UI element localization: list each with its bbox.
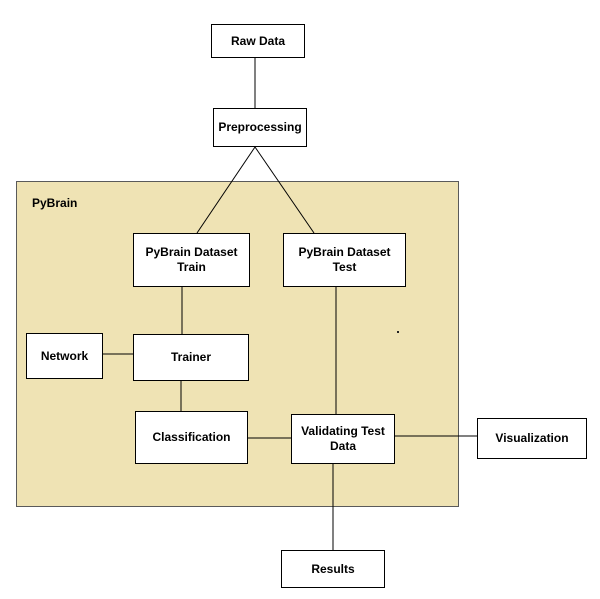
node-visualization: Visualization bbox=[477, 418, 587, 459]
pybrain-container-label: PyBrain bbox=[32, 196, 78, 210]
node-classification: Classification bbox=[135, 411, 248, 464]
node-trainer: Trainer bbox=[133, 334, 249, 381]
edge-preprocessing-to-dataset-train bbox=[196, 146, 256, 234]
edge-preprocessing-to-dataset-test bbox=[254, 146, 315, 234]
node-validating-test-data: Validating Test Data bbox=[291, 414, 395, 464]
stray-dot bbox=[397, 331, 399, 333]
node-results: Results bbox=[281, 550, 385, 588]
node-preprocessing: Preprocessing bbox=[213, 108, 307, 147]
node-pybrain-dataset-train: PyBrain Dataset Train bbox=[133, 233, 250, 287]
node-network: Network bbox=[26, 333, 103, 379]
node-pybrain-dataset-test: PyBrain Dataset Test bbox=[283, 233, 406, 287]
node-raw-data: Raw Data bbox=[211, 24, 305, 58]
